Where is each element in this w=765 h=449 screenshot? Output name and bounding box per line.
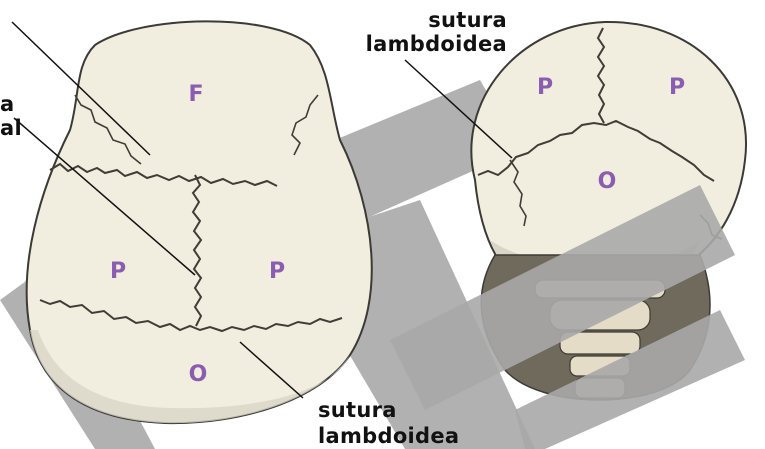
label-lambdoid-top-2: lambdoidea <box>315 32 507 56</box>
label-lambdoid-bottom-1: sutura <box>318 398 468 422</box>
label-right-parietal-left-P: P <box>537 75 553 100</box>
label-right-parietal-right-P: P <box>669 75 685 100</box>
label-frontal-F: F <box>188 82 203 107</box>
label-parietal-right-P: P <box>269 259 285 284</box>
label-lambdoid-top-1: sutura <box>382 8 507 32</box>
label-sagittal-partial-2: al <box>0 116 16 140</box>
label-lambdoid-bottom-2: lambdoidea <box>318 424 518 448</box>
left-skull: F P P O <box>27 21 372 423</box>
label-occipital-O: O <box>189 362 208 387</box>
label-sagittal-partial-1: a <box>0 92 14 116</box>
label-parietal-left-P: P <box>110 259 126 284</box>
label-right-occipital-O: O <box>598 169 617 194</box>
